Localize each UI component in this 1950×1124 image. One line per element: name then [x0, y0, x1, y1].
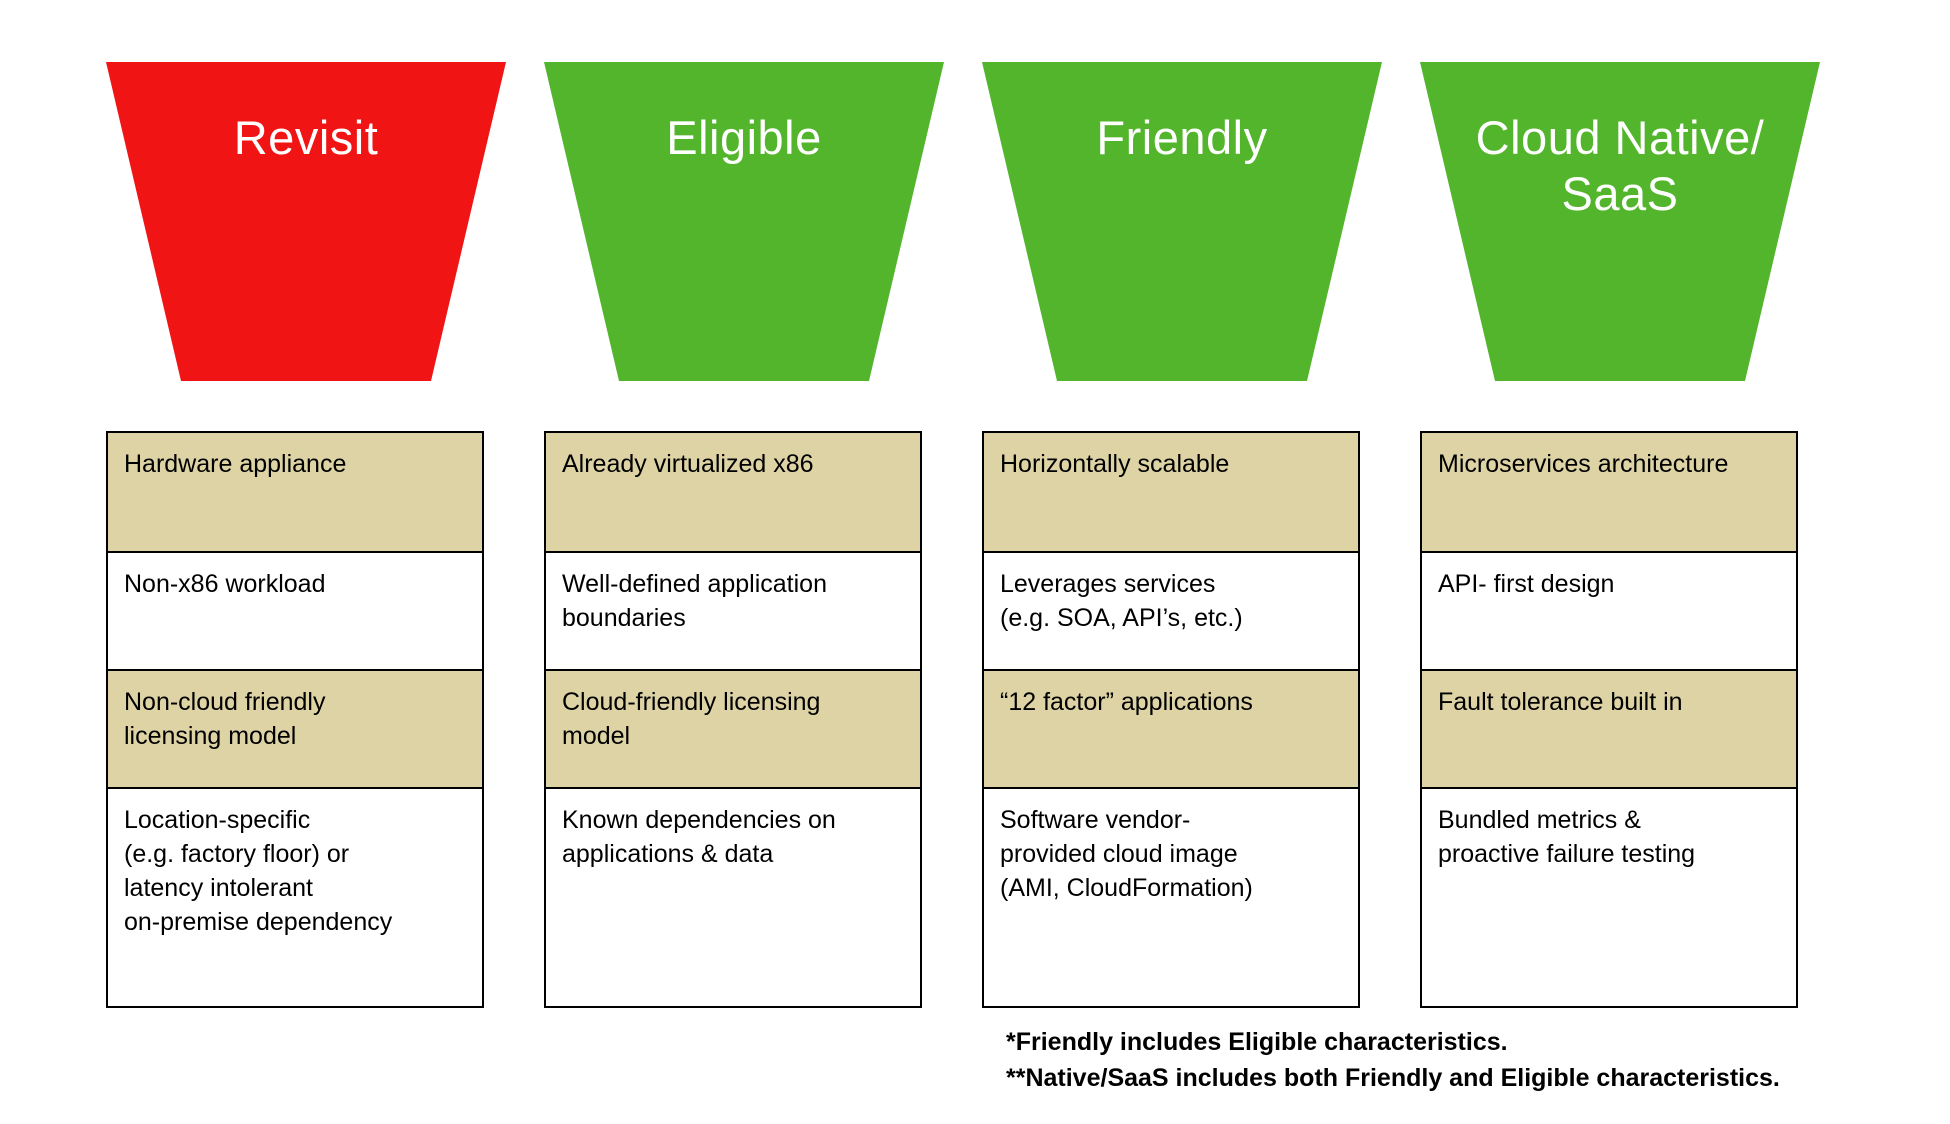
footnote-native-saas: **Native/SaaS includes both Friendly and…	[1006, 1064, 1780, 1092]
criteria-cell: Hardware appliance	[108, 433, 482, 551]
column-eligible: Eligible Already virtualized x86 Well-de…	[544, 62, 944, 1008]
criteria-cell: Bundled metrics & proactive failure test…	[1422, 787, 1796, 1006]
criteria-cell: Known dependencies on applications & dat…	[546, 787, 920, 1006]
criteria-table-cloud-native-saas: Microservices architecture API- first de…	[1420, 431, 1798, 1008]
criteria-cell: Non-cloud friendly licensing model	[108, 669, 482, 787]
funnel-friendly: Friendly	[982, 62, 1382, 381]
funnel-label-eligible: Eligible	[666, 111, 822, 164]
criteria-cell: Well-defined application boundaries	[546, 551, 920, 669]
column-revisit: Revisit Hardware appliance Non-x86 workl…	[106, 62, 506, 1008]
criteria-table-eligible: Already virtualized x86 Well-defined app…	[544, 431, 922, 1008]
funnel-columns: Revisit Hardware appliance Non-x86 workl…	[106, 62, 1950, 1008]
funnel-label-friendly: Friendly	[1096, 111, 1268, 164]
footnote-friendly: *Friendly includes Eligible characterist…	[1006, 1028, 1508, 1056]
column-friendly: Friendly Horizontally scalable Leverages…	[982, 62, 1382, 1008]
funnel-cloud-native-saas: Cloud Native/ SaaS	[1420, 62, 1820, 381]
criteria-cell: Fault tolerance built in	[1422, 669, 1796, 787]
criteria-cell: Leverages services (e.g. SOA, API’s, etc…	[984, 551, 1358, 669]
criteria-cell: “12 factor” applications	[984, 669, 1358, 787]
funnel-label-cloud-native-saas: Cloud Native/ SaaS	[1475, 111, 1765, 220]
funnel-label-revisit: Revisit	[233, 111, 379, 164]
criteria-cell: Horizontally scalable	[984, 433, 1358, 551]
criteria-cell: Non-x86 workload	[108, 551, 482, 669]
criteria-cell: Location-specific (e.g. factory floor) o…	[108, 787, 482, 1006]
criteria-table-friendly: Horizontally scalable Leverages services…	[982, 431, 1360, 1008]
column-cloud-native-saas: Cloud Native/ SaaS Microservices archite…	[1420, 62, 1820, 1008]
criteria-cell: API- first design	[1422, 551, 1796, 669]
criteria-cell: Cloud-friendly licensing model	[546, 669, 920, 787]
funnel-eligible: Eligible	[544, 62, 944, 381]
criteria-cell: Already virtualized x86	[546, 433, 920, 551]
criteria-cell: Software vendor- provided cloud image (A…	[984, 787, 1358, 1006]
criteria-cell: Microservices architecture	[1422, 433, 1796, 551]
funnel-revisit: Revisit	[106, 62, 506, 381]
footnotes: *Friendly includes Eligible characterist…	[1006, 1024, 1906, 1096]
criteria-table-revisit: Hardware appliance Non-x86 workload Non-…	[106, 431, 484, 1008]
